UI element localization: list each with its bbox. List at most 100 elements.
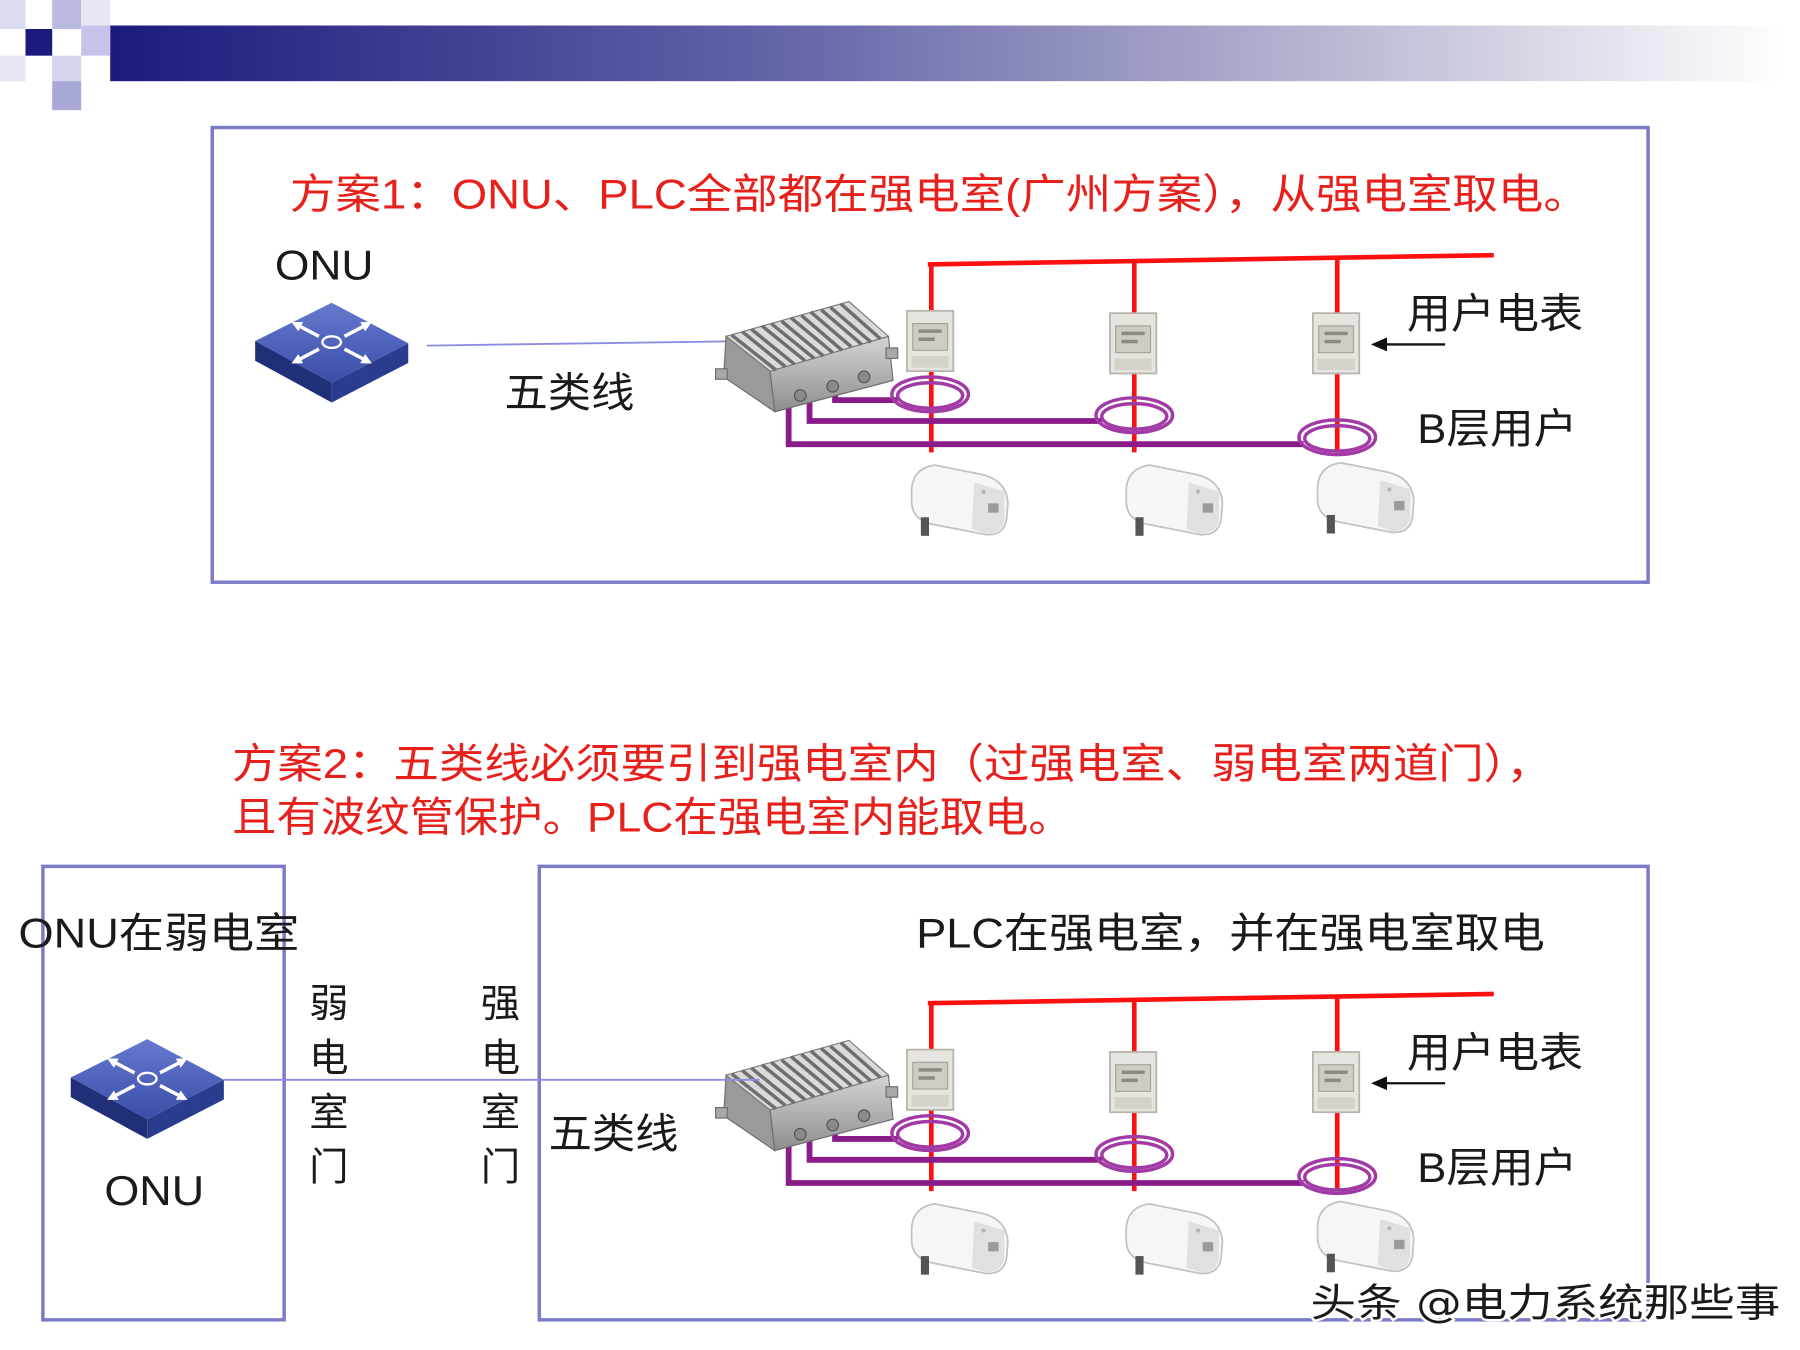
strong-room-frame: [537, 864, 1650, 1322]
coupler-ring: [890, 1113, 971, 1153]
plc-connector: [793, 1127, 807, 1141]
header-square: [81, 0, 111, 26]
plc-adapter-icon: [1316, 1200, 1415, 1273]
onu-arrow: [107, 1084, 136, 1100]
scheme2-cable-label: 五类线: [549, 1110, 679, 1157]
adapter-led: [1195, 1228, 1201, 1233]
onu-arrow: [291, 347, 320, 364]
adapter-plug-pin: [1135, 1256, 1144, 1275]
adapter-plug-pin: [920, 1256, 929, 1275]
plc-adapter-icon: [1316, 461, 1415, 534]
coupler-ring: [1297, 1156, 1378, 1196]
meter-display: [1318, 325, 1355, 354]
adapter-led: [981, 489, 986, 494]
meter-display: [912, 323, 949, 351]
electric-meter-icon: [1312, 1051, 1361, 1114]
meter-detail: [1324, 331, 1348, 336]
scheme1-power-distribution: 用户电表 B层用户: [715, 252, 1583, 536]
plc-connector: [857, 1109, 871, 1123]
adapter-plug-pin: [1326, 514, 1335, 534]
meter-terminal: [1317, 1097, 1355, 1109]
meter-terminal: [911, 1094, 949, 1107]
onu-arrow: [343, 347, 372, 364]
adapter-plug-pin: [920, 517, 929, 536]
plc-adapter-icon: [910, 1202, 1009, 1275]
coupler-ring-outer: [890, 1113, 971, 1153]
meter-detail: [918, 1068, 942, 1072]
meter-terminal: [911, 356, 949, 368]
meter-terminal: [1317, 358, 1355, 370]
plc-top-face: [724, 300, 890, 372]
onu-left-face: [70, 1077, 148, 1139]
plc-connector: [826, 1118, 840, 1132]
plc-connector: [826, 379, 840, 393]
meter-detail: [918, 337, 935, 341]
adapter-led: [1387, 487, 1392, 492]
coupler-ring-outer: [1297, 418, 1378, 457]
plc-adapter-icon: [1125, 1202, 1224, 1275]
scheme2-title-line2: 且有波纹管保护。PLC在强电室内能取电。: [232, 794, 1073, 841]
meter-display: [1115, 325, 1152, 354]
adapter-port: [1202, 503, 1214, 513]
onu-left-face: [255, 340, 332, 403]
meter-detail: [918, 329, 942, 333]
plc-device-icon: [715, 1039, 899, 1152]
meter-display: [1115, 1064, 1152, 1092]
power-bus: [927, 991, 1494, 1006]
electric-meter-icon: [1109, 312, 1158, 375]
header-square: [52, 81, 82, 111]
plc-top-face: [724, 1039, 890, 1111]
header-square: [0, 55, 26, 82]
adapter-plug-pin: [1326, 1253, 1335, 1273]
onu-right-face: [147, 1079, 224, 1139]
adapter-port: [1394, 1239, 1405, 1250]
plc-mount-tab: [885, 347, 899, 359]
electric-meter-icon: [906, 309, 955, 373]
scheme1-cat5-cable: [426, 340, 760, 347]
meter-detail: [1121, 1070, 1145, 1074]
header-square: [52, 55, 82, 82]
plc-mount-tab: [715, 1107, 728, 1119]
coupler-ring-inner: [1303, 1162, 1372, 1192]
adapter-side-face: [1186, 1221, 1219, 1273]
meter-terminal: [1114, 1097, 1152, 1109]
scheme2-title-line1: 方案2：五类线必须要引到强电室内（过强电室、弱电室两道门），: [232, 740, 1552, 787]
scheme1-title: 方案1：ONU、PLC全部都在强电室(广州方案），从强电室取电。: [290, 171, 1589, 218]
adapter-side-face: [1186, 482, 1219, 534]
coupler-ring-inner: [1100, 1140, 1169, 1170]
plc-connector: [793, 389, 807, 402]
strong-room-door-label: 强电室门: [473, 982, 520, 1201]
coupler-ring-inner: [1303, 423, 1372, 453]
coupler-ring-outer: [1094, 1134, 1175, 1174]
plc-mount-tab: [715, 368, 728, 380]
adapter-port: [988, 1242, 999, 1252]
coupler-ring-inner: [1100, 401, 1169, 431]
meter-detail: [1121, 331, 1145, 336]
meter-detail: [1324, 1078, 1341, 1083]
meter-detail: [918, 1076, 935, 1080]
weak-room-door-label: 弱电室门: [301, 982, 348, 1201]
coupler-ring: [890, 375, 971, 414]
adapter-side-face: [1377, 1218, 1411, 1270]
onu-router-icon: [70, 1039, 224, 1139]
header-square: [52, 0, 82, 29]
scheme1-cable-label: 五类线: [505, 369, 635, 416]
power-bus: [927, 252, 1494, 267]
adapter-led: [1195, 489, 1201, 494]
header-square: [81, 25, 111, 56]
plc-adapter-icon: [910, 464, 1009, 536]
meter-display: [912, 1061, 949, 1090]
plc-device-icon: [715, 300, 899, 413]
scheme1-onu-label: ONU: [275, 242, 374, 289]
plc-mount-tab: [885, 1086, 899, 1098]
adapter-plug-pin: [1135, 517, 1144, 536]
meter-detail: [1324, 339, 1341, 344]
meter-terminal: [1114, 358, 1152, 370]
meter-label: 用户电表: [1407, 1029, 1583, 1076]
watermark: 头条 @电力系统那些事: [1311, 1280, 1781, 1326]
onu-center-ring: [321, 335, 343, 350]
onu-arrow: [107, 1058, 136, 1075]
scheme2-onu-label: ONU: [104, 1167, 204, 1214]
